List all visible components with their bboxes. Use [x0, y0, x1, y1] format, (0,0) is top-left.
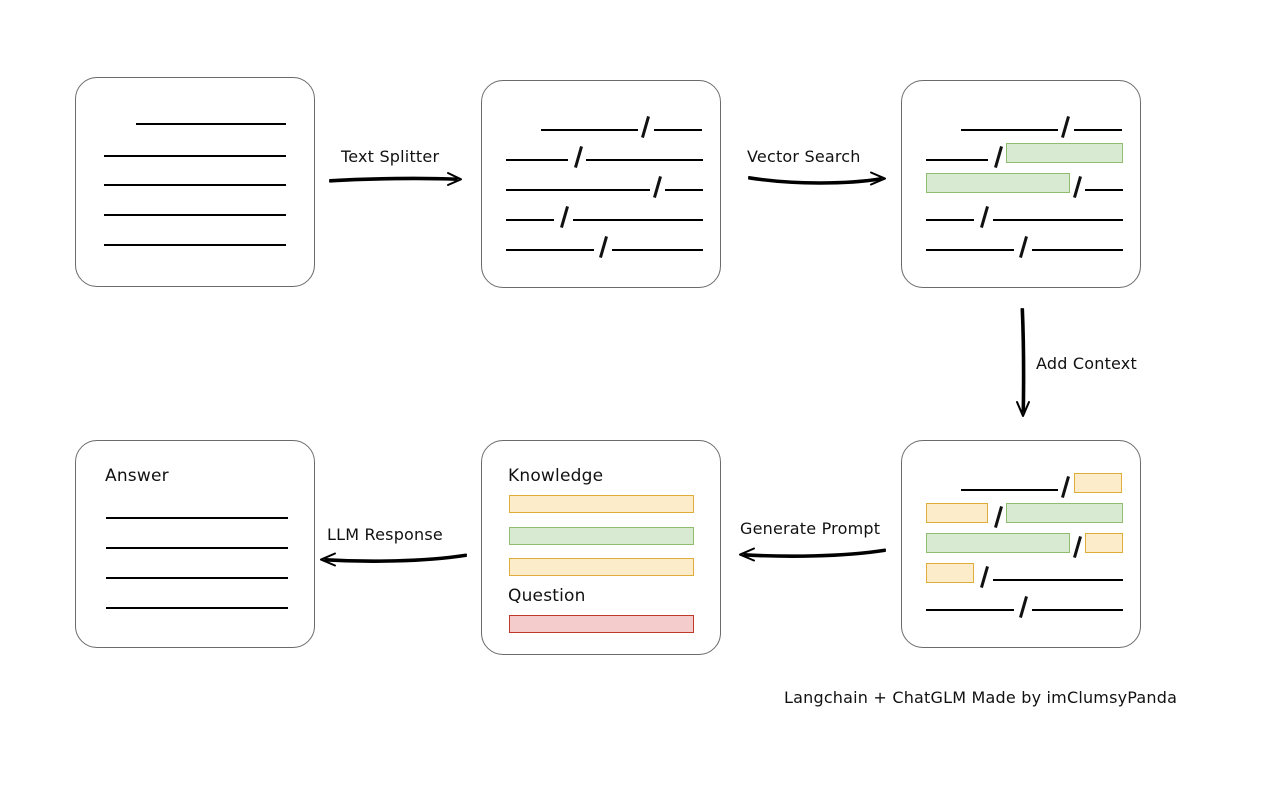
text-line — [136, 123, 286, 125]
highlight-chip-green — [926, 533, 1070, 553]
node-context-document — [901, 440, 1141, 648]
text-line — [1074, 129, 1122, 131]
text-line — [506, 189, 650, 191]
highlight-chip-yellow — [926, 503, 988, 523]
text-line — [961, 489, 1058, 491]
edge-label-vector-search: Vector Search — [747, 147, 861, 166]
slash-separator — [980, 206, 989, 228]
text-line — [106, 577, 288, 579]
edge-label-generate-prompt: Generate Prompt — [740, 519, 881, 538]
text-line — [104, 244, 286, 246]
node-source-document — [75, 77, 315, 287]
slash-separator — [1061, 476, 1070, 498]
slash-separator — [599, 236, 608, 258]
slash-separator — [653, 176, 662, 198]
text-line — [665, 189, 703, 191]
prompt-question-label: Question — [508, 586, 586, 606]
slash-separator — [1019, 596, 1028, 618]
text-line — [586, 159, 703, 161]
prompt-knowledge-label: Knowledge — [508, 466, 604, 486]
split-document-body — [482, 81, 720, 287]
source-document-body — [76, 78, 314, 286]
node-answer: Answer — [75, 440, 315, 648]
text-line — [654, 129, 702, 131]
arrow-add-context — [1016, 308, 1030, 417]
text-line — [573, 219, 703, 221]
question-bar — [509, 615, 694, 633]
arrow-text-splitter — [329, 172, 462, 186]
text-line — [541, 129, 638, 131]
answer-body: Answer — [76, 441, 314, 647]
slash-separator — [574, 146, 583, 168]
text-line — [612, 249, 703, 251]
slash-separator — [1019, 236, 1028, 258]
edge-label-llm-response: LLM Response — [327, 525, 443, 544]
arrow-llm-response — [320, 552, 467, 567]
edge-label-text-splitter: Text Splitter — [341, 147, 440, 166]
edge-label-add-context: Add Context — [1036, 354, 1137, 373]
node-split-document — [481, 80, 721, 288]
text-line — [1032, 609, 1123, 611]
text-line — [1032, 249, 1123, 251]
text-line — [993, 579, 1123, 581]
matched-document-body — [902, 81, 1140, 287]
text-line — [104, 214, 286, 216]
footer-credit: Langchain + ChatGLM Made by imClumsyPand… — [784, 688, 1178, 707]
text-line — [926, 159, 988, 161]
node-matched-document — [901, 80, 1141, 288]
prompt-body: Knowledge Question — [482, 441, 720, 654]
highlight-chip-yellow — [1085, 533, 1123, 553]
slash-separator — [1073, 176, 1082, 198]
text-line — [961, 129, 1058, 131]
text-line — [106, 547, 288, 549]
slash-separator — [560, 206, 569, 228]
arrow-generate-prompt — [739, 547, 886, 562]
context-document-body — [902, 441, 1140, 647]
text-line — [106, 607, 288, 609]
text-line — [106, 517, 288, 519]
text-line — [1085, 189, 1123, 191]
text-line — [926, 609, 1014, 611]
text-line — [506, 159, 568, 161]
text-line — [506, 249, 594, 251]
highlight-chip-green — [1006, 143, 1123, 163]
text-line — [926, 219, 974, 221]
text-line — [104, 155, 286, 157]
highlight-chip-yellow — [926, 563, 974, 583]
knowledge-bar — [509, 527, 694, 545]
answer-title: Answer — [105, 466, 169, 486]
node-prompt: Knowledge Question — [481, 440, 721, 655]
slash-separator — [994, 146, 1003, 168]
text-line — [104, 184, 286, 186]
knowledge-bar — [509, 558, 694, 576]
slash-separator — [1061, 116, 1070, 138]
text-line — [993, 219, 1123, 221]
arrow-vector-search — [748, 171, 886, 186]
slash-separator — [641, 116, 650, 138]
text-line — [926, 249, 1014, 251]
text-line — [506, 219, 554, 221]
knowledge-bar — [509, 495, 694, 513]
highlight-chip-green — [1006, 503, 1123, 523]
slash-separator — [980, 566, 989, 588]
slash-separator — [994, 506, 1003, 528]
highlight-chip-green — [926, 173, 1070, 193]
slash-separator — [1073, 536, 1082, 558]
highlight-chip-yellow — [1074, 473, 1122, 493]
